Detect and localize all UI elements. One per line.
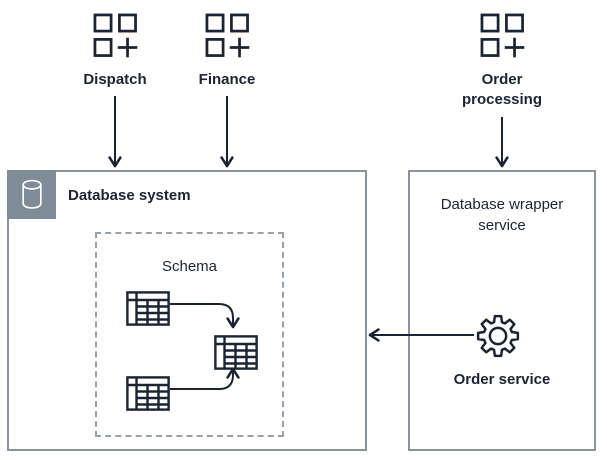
app-label-order-processing: Order processing	[461, 71, 543, 108]
table-icon	[214, 335, 258, 370]
schema-group: Schema	[95, 232, 284, 437]
application-icon	[93, 13, 137, 58]
database-icon	[21, 179, 42, 209]
application-icon	[205, 13, 249, 58]
application-icon	[480, 13, 524, 58]
database-system-box: Database system Schema	[7, 170, 367, 451]
app-label-finance: Finance	[198, 71, 256, 88]
database-system-title: Database system	[68, 187, 191, 204]
database-system-badge	[7, 170, 56, 219]
app-label-dispatch: Dispatch	[83, 71, 147, 88]
database-wrapper-service-box: Database wrapper service Order service	[408, 170, 596, 451]
table-icon	[126, 291, 170, 326]
app-node-finance: Finance	[172, 13, 282, 90]
table-icon	[126, 376, 170, 411]
schema-title: Schema	[161, 258, 218, 275]
database-wrapper-service-title: Database wrapper service	[440, 196, 564, 234]
app-node-dispatch: Dispatch	[60, 13, 170, 90]
app-node-order-processing: Order processing	[447, 13, 557, 110]
gear-icon	[476, 314, 520, 358]
order-service-label: Order service	[453, 371, 551, 388]
